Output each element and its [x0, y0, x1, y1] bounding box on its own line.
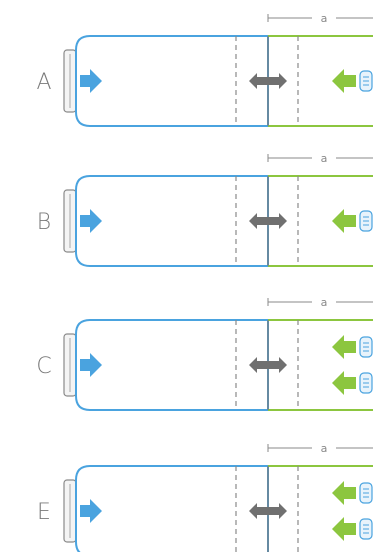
green-arrow-icon [332, 517, 356, 541]
green-arrow-icon [332, 481, 356, 505]
green-arrow-icon [332, 69, 356, 93]
diagram-row-c: Ca [36, 296, 373, 411]
row-label: A [36, 70, 51, 95]
green-section-outline [268, 175, 373, 267]
dimension-label: a [321, 442, 328, 455]
row-label: E [37, 500, 51, 525]
blue-arrow-icon [80, 69, 102, 93]
dimension-label: a [321, 296, 328, 309]
green-section-outline [268, 465, 373, 467]
green-section-outline [268, 35, 373, 127]
row-label: B [37, 210, 51, 235]
dimension-label: a [321, 152, 328, 165]
dimension-label: a [321, 12, 328, 25]
green-arrow-icon [332, 335, 356, 359]
double-arrow-icon [249, 503, 287, 519]
double-arrow-icon [249, 213, 287, 229]
blue-unit-outline [75, 319, 269, 411]
double-arrow-icon [249, 357, 287, 373]
diagram-row-e: Ea [37, 442, 373, 552]
diagram-row-b: Ba [37, 152, 373, 267]
blue-unit-outline [75, 465, 269, 552]
green-arrow-icon [332, 371, 356, 395]
blue-arrow-icon [80, 353, 102, 377]
green-section-outline [268, 319, 373, 411]
green-arrow-icon [332, 209, 356, 233]
blue-arrow-icon [80, 499, 102, 523]
blue-unit-outline [75, 175, 269, 267]
diagram-row-a: Aa [36, 12, 373, 127]
double-arrow-icon [249, 73, 287, 89]
blue-arrow-icon [80, 209, 102, 233]
blue-unit-outline [75, 35, 269, 127]
row-label: C [36, 354, 51, 379]
